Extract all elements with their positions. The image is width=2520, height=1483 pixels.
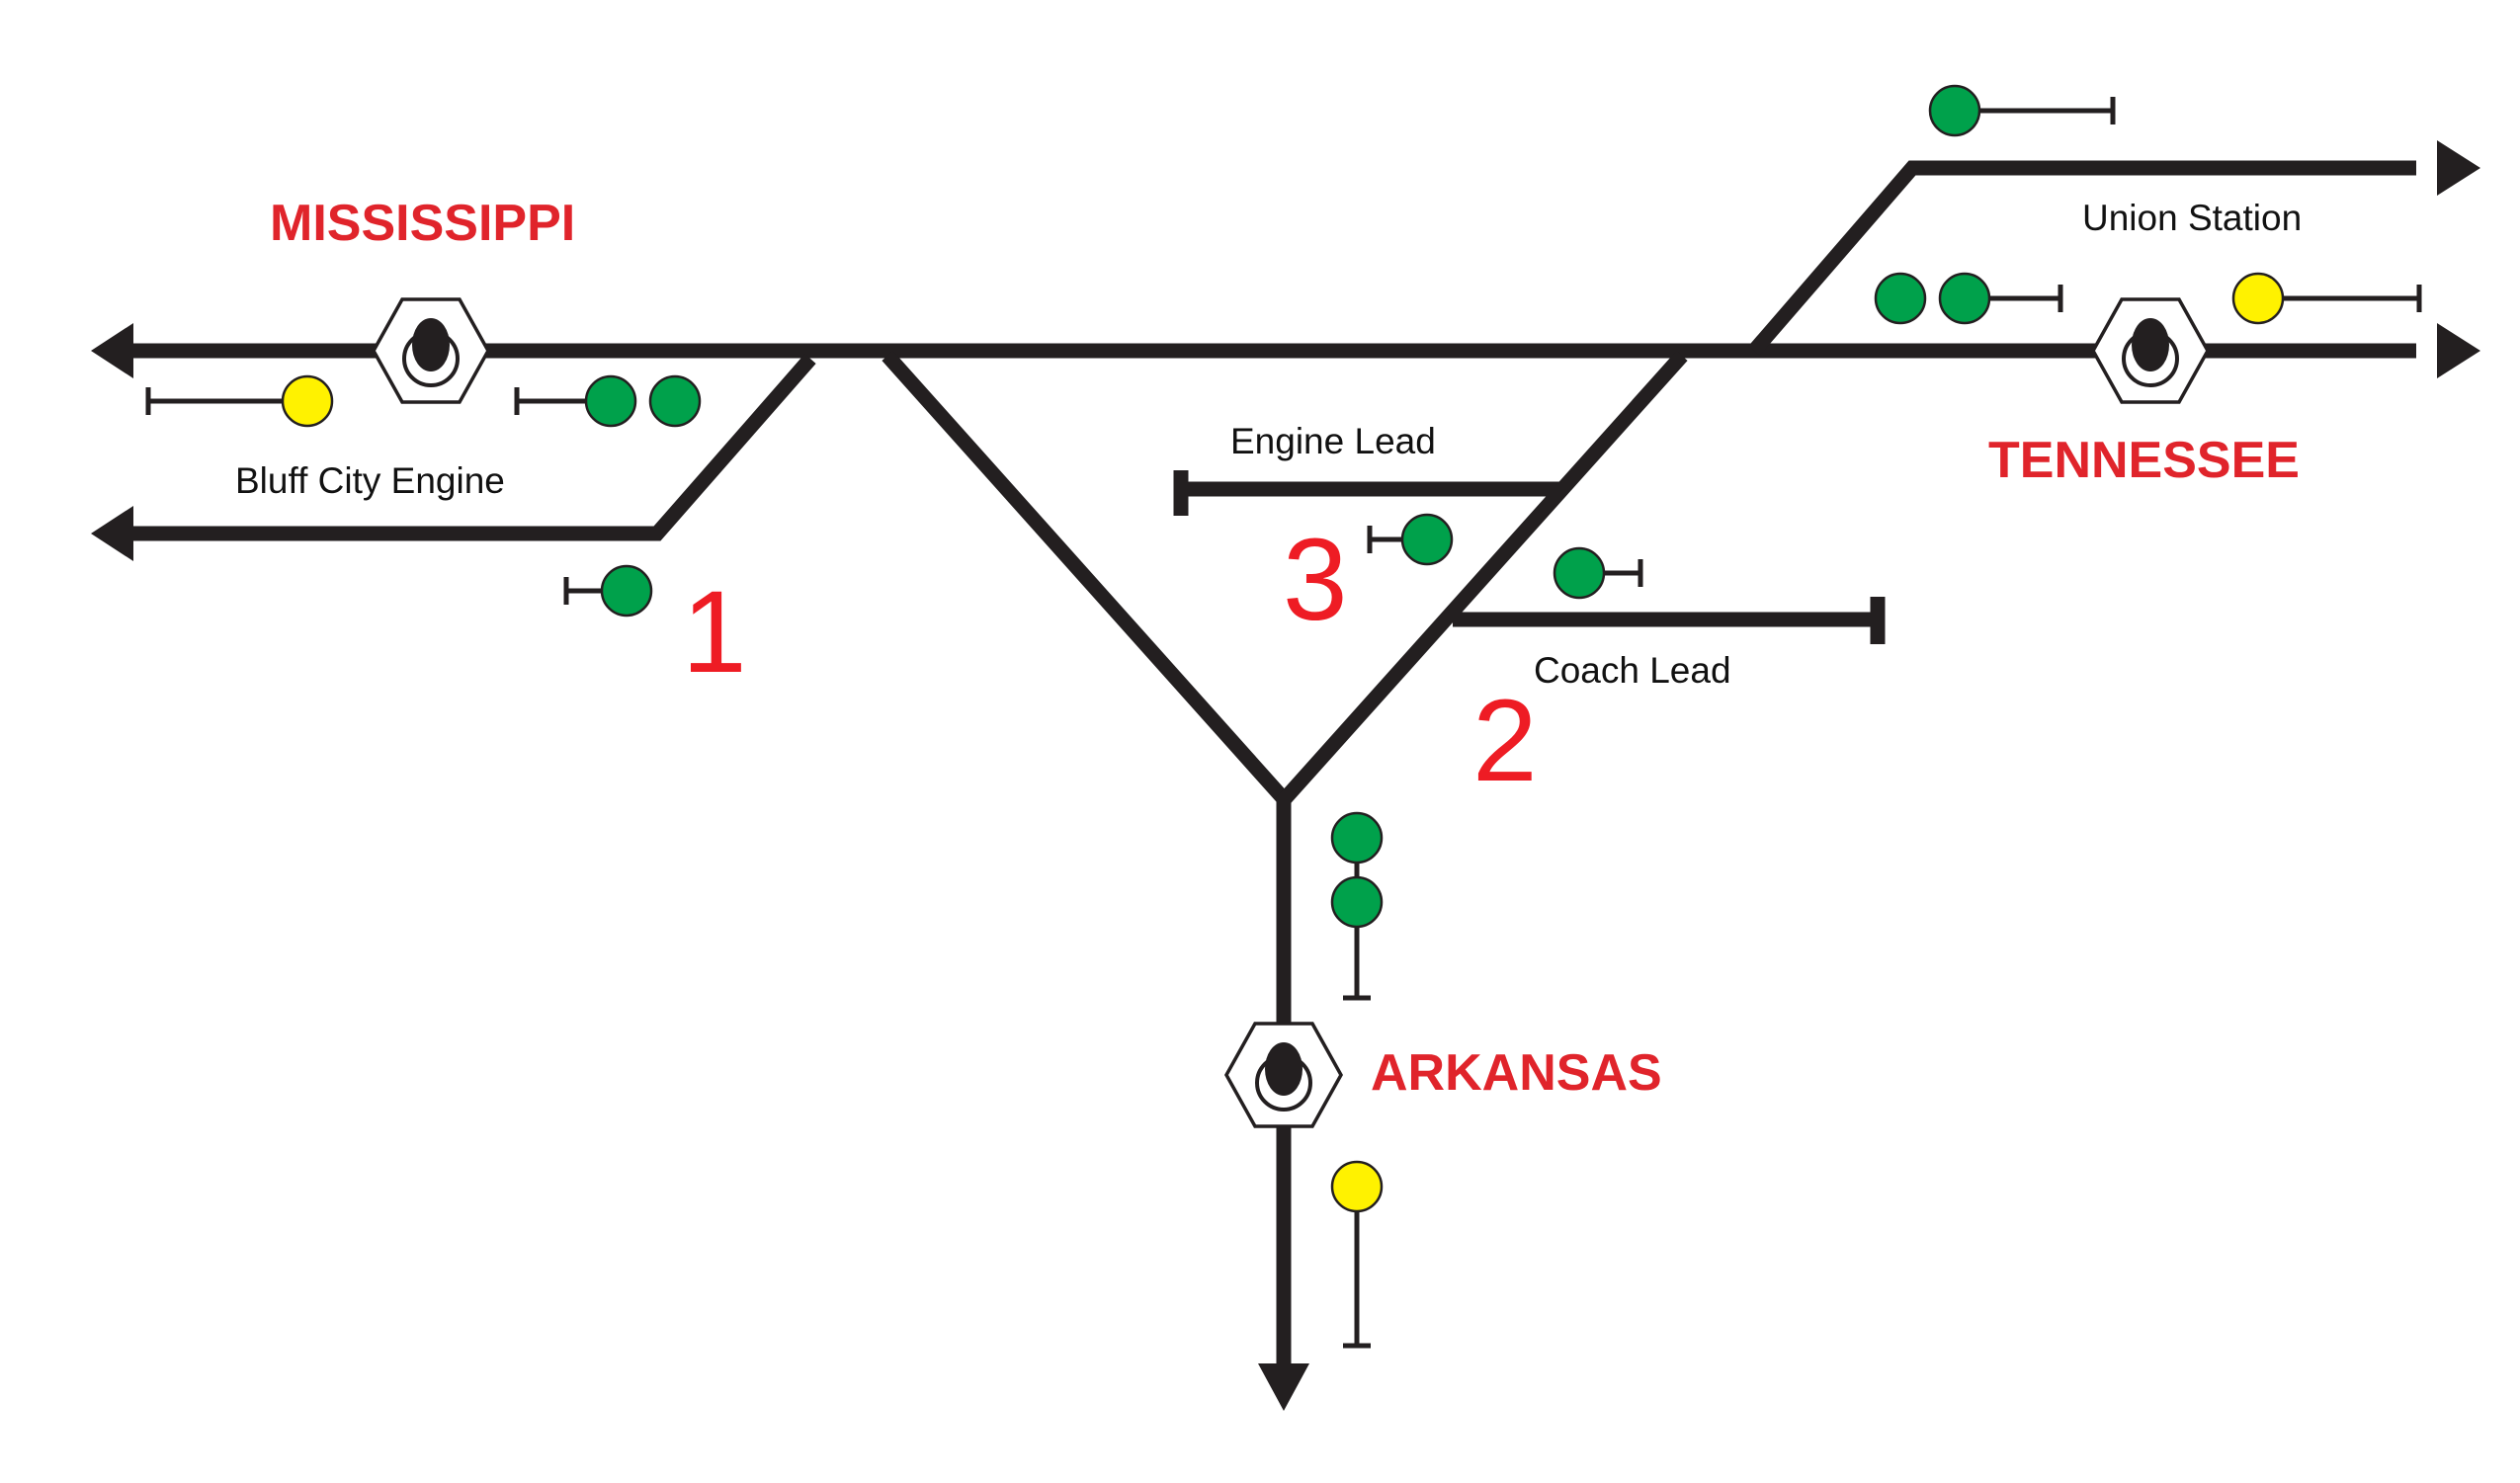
signal-bluff-city-leaving[interactable] <box>563 564 653 618</box>
signal-mississippi-main-leaving[interactable] <box>514 374 702 428</box>
signal-coach-lead-leaving[interactable] <box>1553 546 1643 600</box>
route-number-3: 3 <box>1283 515 1348 645</box>
signal-lamp-icon <box>584 374 637 428</box>
track-label-coach-lead: Coach Lead <box>1534 650 1731 691</box>
signal-mississippi-main-approach[interactable] <box>145 374 334 428</box>
signal-lamp-icon <box>648 374 702 428</box>
signal-lamp-icon <box>1330 1160 1384 1213</box>
state-label-mississippi: MISSISSIPPI <box>270 195 575 252</box>
switch-tennessee[interactable] <box>2090 297 2211 404</box>
arrow-icon <box>2437 323 2480 378</box>
track-label-union-station: Union Station <box>2082 198 2302 238</box>
signal-arkansas-approach[interactable] <box>1330 1160 1384 1349</box>
signal-lamp-icon <box>1928 84 1981 137</box>
wye-east-leg <box>1276 350 1688 808</box>
signal-lamp-icon <box>2231 272 2285 325</box>
signal-lamp-icon <box>1938 272 1991 325</box>
signal-lamp-icon <box>1874 272 1927 325</box>
signal-tennessee-main-leaving[interactable] <box>1874 272 2063 325</box>
signal-lamp-icon <box>1400 513 1454 566</box>
track-label-engine-lead: Engine Lead <box>1230 421 1436 461</box>
signal-lamp-icon <box>281 374 334 428</box>
arrow-icon <box>91 323 133 378</box>
arrow-icon <box>1258 1363 1309 1411</box>
signal-engine-lead-leaving[interactable] <box>1367 513 1454 566</box>
signal-lamp-icon <box>600 564 653 618</box>
wye-west-leg <box>882 351 1293 807</box>
signal-tennessee-main-approach[interactable] <box>2231 272 2422 325</box>
bluff-city-engine-track <box>128 354 816 541</box>
switch-arkansas[interactable] <box>1223 1022 1344 1128</box>
state-label-arkansas: ARKANSAS <box>1371 1044 1662 1102</box>
signal-arkansas-leaving[interactable] <box>1330 811 1384 1001</box>
track-label-bluff-city-engine: Bluff City Engine <box>235 460 505 501</box>
track-arrows <box>91 140 2480 1411</box>
signal-union-station-leaving[interactable] <box>1928 84 2116 137</box>
state-label-tennessee: TENNESSEE <box>1988 432 2300 489</box>
union-station-track <box>1748 160 2416 356</box>
route-number-2: 2 <box>1472 676 1538 806</box>
signal-lamp-icon <box>1553 546 1606 600</box>
arrow-icon <box>2437 140 2480 196</box>
signal-lamp-icon <box>1330 811 1384 865</box>
switch-mississippi[interactable] <box>371 297 491 404</box>
route-number-1: 1 <box>682 567 747 698</box>
signal-lamp-icon <box>1330 875 1384 929</box>
arrow-icon <box>91 506 133 561</box>
